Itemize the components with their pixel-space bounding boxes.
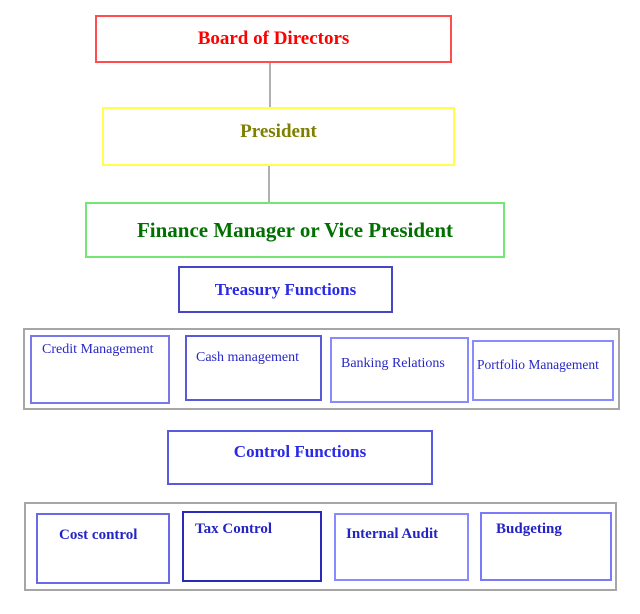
control-children-container: Cost control Tax Control Internal Audit … xyxy=(24,502,617,591)
credit-management-label: Credit Management xyxy=(42,342,154,357)
treasury-functions-box: Treasury Functions xyxy=(178,266,393,313)
cost-control-label: Cost control xyxy=(59,527,138,543)
credit-management-box: Credit Management xyxy=(30,335,170,404)
budgeting-label: Budgeting xyxy=(496,521,562,537)
cost-control-box: Cost control xyxy=(36,513,170,584)
tax-control-box: Tax Control xyxy=(182,511,322,582)
budgeting-box: Budgeting xyxy=(480,512,612,581)
cash-management-box: Cash management xyxy=(185,335,322,401)
finance-manager-box: Finance Manager or Vice President xyxy=(85,202,505,258)
internal-audit-label: Internal Audit xyxy=(346,526,439,542)
connector-board-president xyxy=(269,63,271,107)
board-of-directors-box: Board of Directors xyxy=(95,15,452,63)
banking-relations-box: Banking Relations xyxy=(330,337,469,403)
portfolio-management-label: Portfolio Management xyxy=(477,357,599,372)
connector-president-finance xyxy=(268,166,270,203)
cash-management-label: Cash management xyxy=(196,350,300,365)
treasury-children-container: Credit Management Cash management Bankin… xyxy=(23,328,620,410)
internal-audit-box: Internal Audit xyxy=(334,513,469,581)
president-box: President xyxy=(102,107,455,166)
banking-relations-label: Banking Relations xyxy=(341,356,445,371)
control-functions-box: Control Functions xyxy=(167,430,433,485)
tax-control-label: Tax Control xyxy=(195,521,273,537)
portfolio-management-box: Portfolio Management xyxy=(472,340,614,401)
